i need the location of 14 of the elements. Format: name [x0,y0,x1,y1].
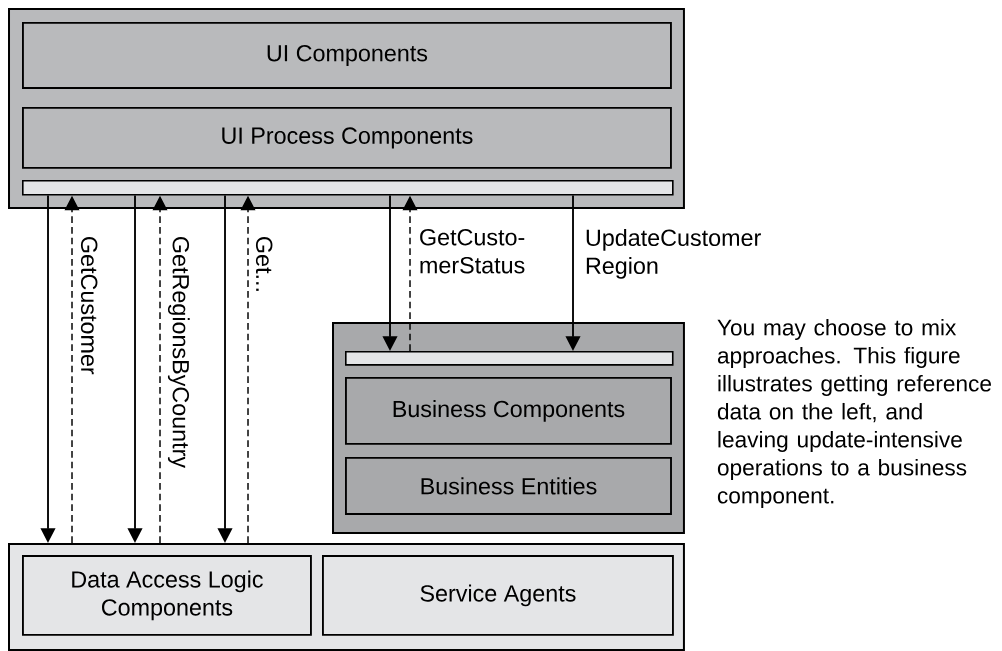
interface-bar [22,180,674,196]
component-box: Business Components [345,377,672,445]
interface-bar [345,351,674,366]
edge-label: UpdateCustomer Region [586,228,761,279]
edge-label: GetRegionsByCountry [167,237,190,468]
component-box: Service Agents [322,555,674,636]
component-box: Business Entities [345,457,672,515]
component-box: Data Access Logic Components [22,555,312,636]
edge-label: GetCusto- merStatus [420,228,525,274]
note-text: You may choose to mix approaches. This figure illustrates getting reference data on the left, and leaving update-intensive operations to a business component. [717,318,991,509]
component-box: UI Process Components [22,107,672,169]
component-box: UI Components [22,22,672,89]
edge-label: Get... [255,237,273,291]
edge-label: GetCustomer [80,237,98,375]
